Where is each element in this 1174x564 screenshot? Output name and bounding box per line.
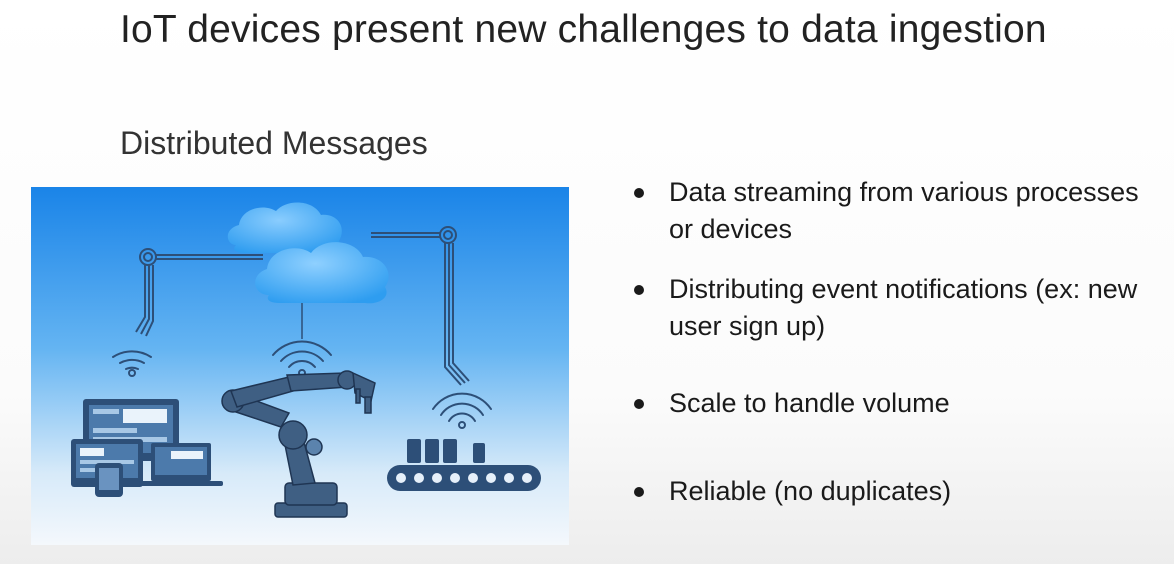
cloud-icon bbox=[227, 202, 389, 304]
bullet-item: Distributing event notifications (ex: ne… bbox=[634, 271, 1159, 345]
bullet-item: Scale to handle volume bbox=[634, 385, 1159, 422]
bullet-dot-icon bbox=[634, 399, 644, 409]
conveyor-belt-icon bbox=[387, 439, 541, 491]
section-heading: Distributed Messages bbox=[120, 125, 428, 161]
bullet-dot-icon bbox=[634, 188, 644, 198]
bullet-item: Data streaming from various processes or… bbox=[634, 174, 1159, 248]
bullet-dot-icon bbox=[634, 285, 644, 295]
robot-arm-icon bbox=[221, 370, 376, 518]
wifi-icon bbox=[112, 340, 492, 429]
cable-left bbox=[135, 248, 263, 337]
bullet-dot-icon bbox=[634, 487, 644, 497]
slide-title: IoT devices present new challenges to da… bbox=[120, 8, 1047, 51]
cable-right bbox=[371, 226, 470, 386]
iot-illustration bbox=[31, 187, 569, 545]
bullet-item: Reliable (no duplicates) bbox=[634, 473, 1159, 510]
devices-icon bbox=[71, 399, 223, 497]
